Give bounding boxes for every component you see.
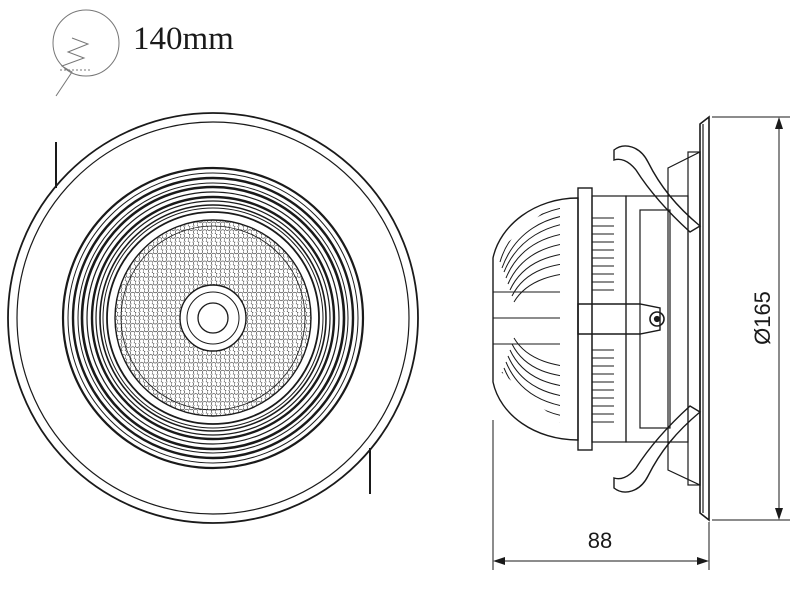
- diameter-dimension: [712, 116, 790, 521]
- outer-trim-ring: [7, 112, 419, 524]
- spring-bottom: [613, 405, 702, 493]
- pivot-bracket: [577, 303, 661, 335]
- bracket-plate: [577, 187, 593, 451]
- cutout-label: 140mm: [133, 21, 234, 57]
- diameter-label: Ø165: [750, 291, 775, 345]
- trim-inner-edge: [16, 121, 410, 515]
- fin-teeth: [592, 217, 614, 423]
- depth-label: 88: [588, 528, 612, 553]
- heatsink-fins: [492, 197, 579, 441]
- pivot-screw: [649, 311, 665, 327]
- depth-dimension: [492, 420, 710, 570]
- trim-flange: [699, 115, 710, 522]
- front-view: [7, 112, 419, 524]
- center-lens: [179, 284, 247, 352]
- side-view: [492, 115, 710, 522]
- cutout-diameter-icon: [52, 9, 120, 97]
- spring-top: [613, 145, 702, 233]
